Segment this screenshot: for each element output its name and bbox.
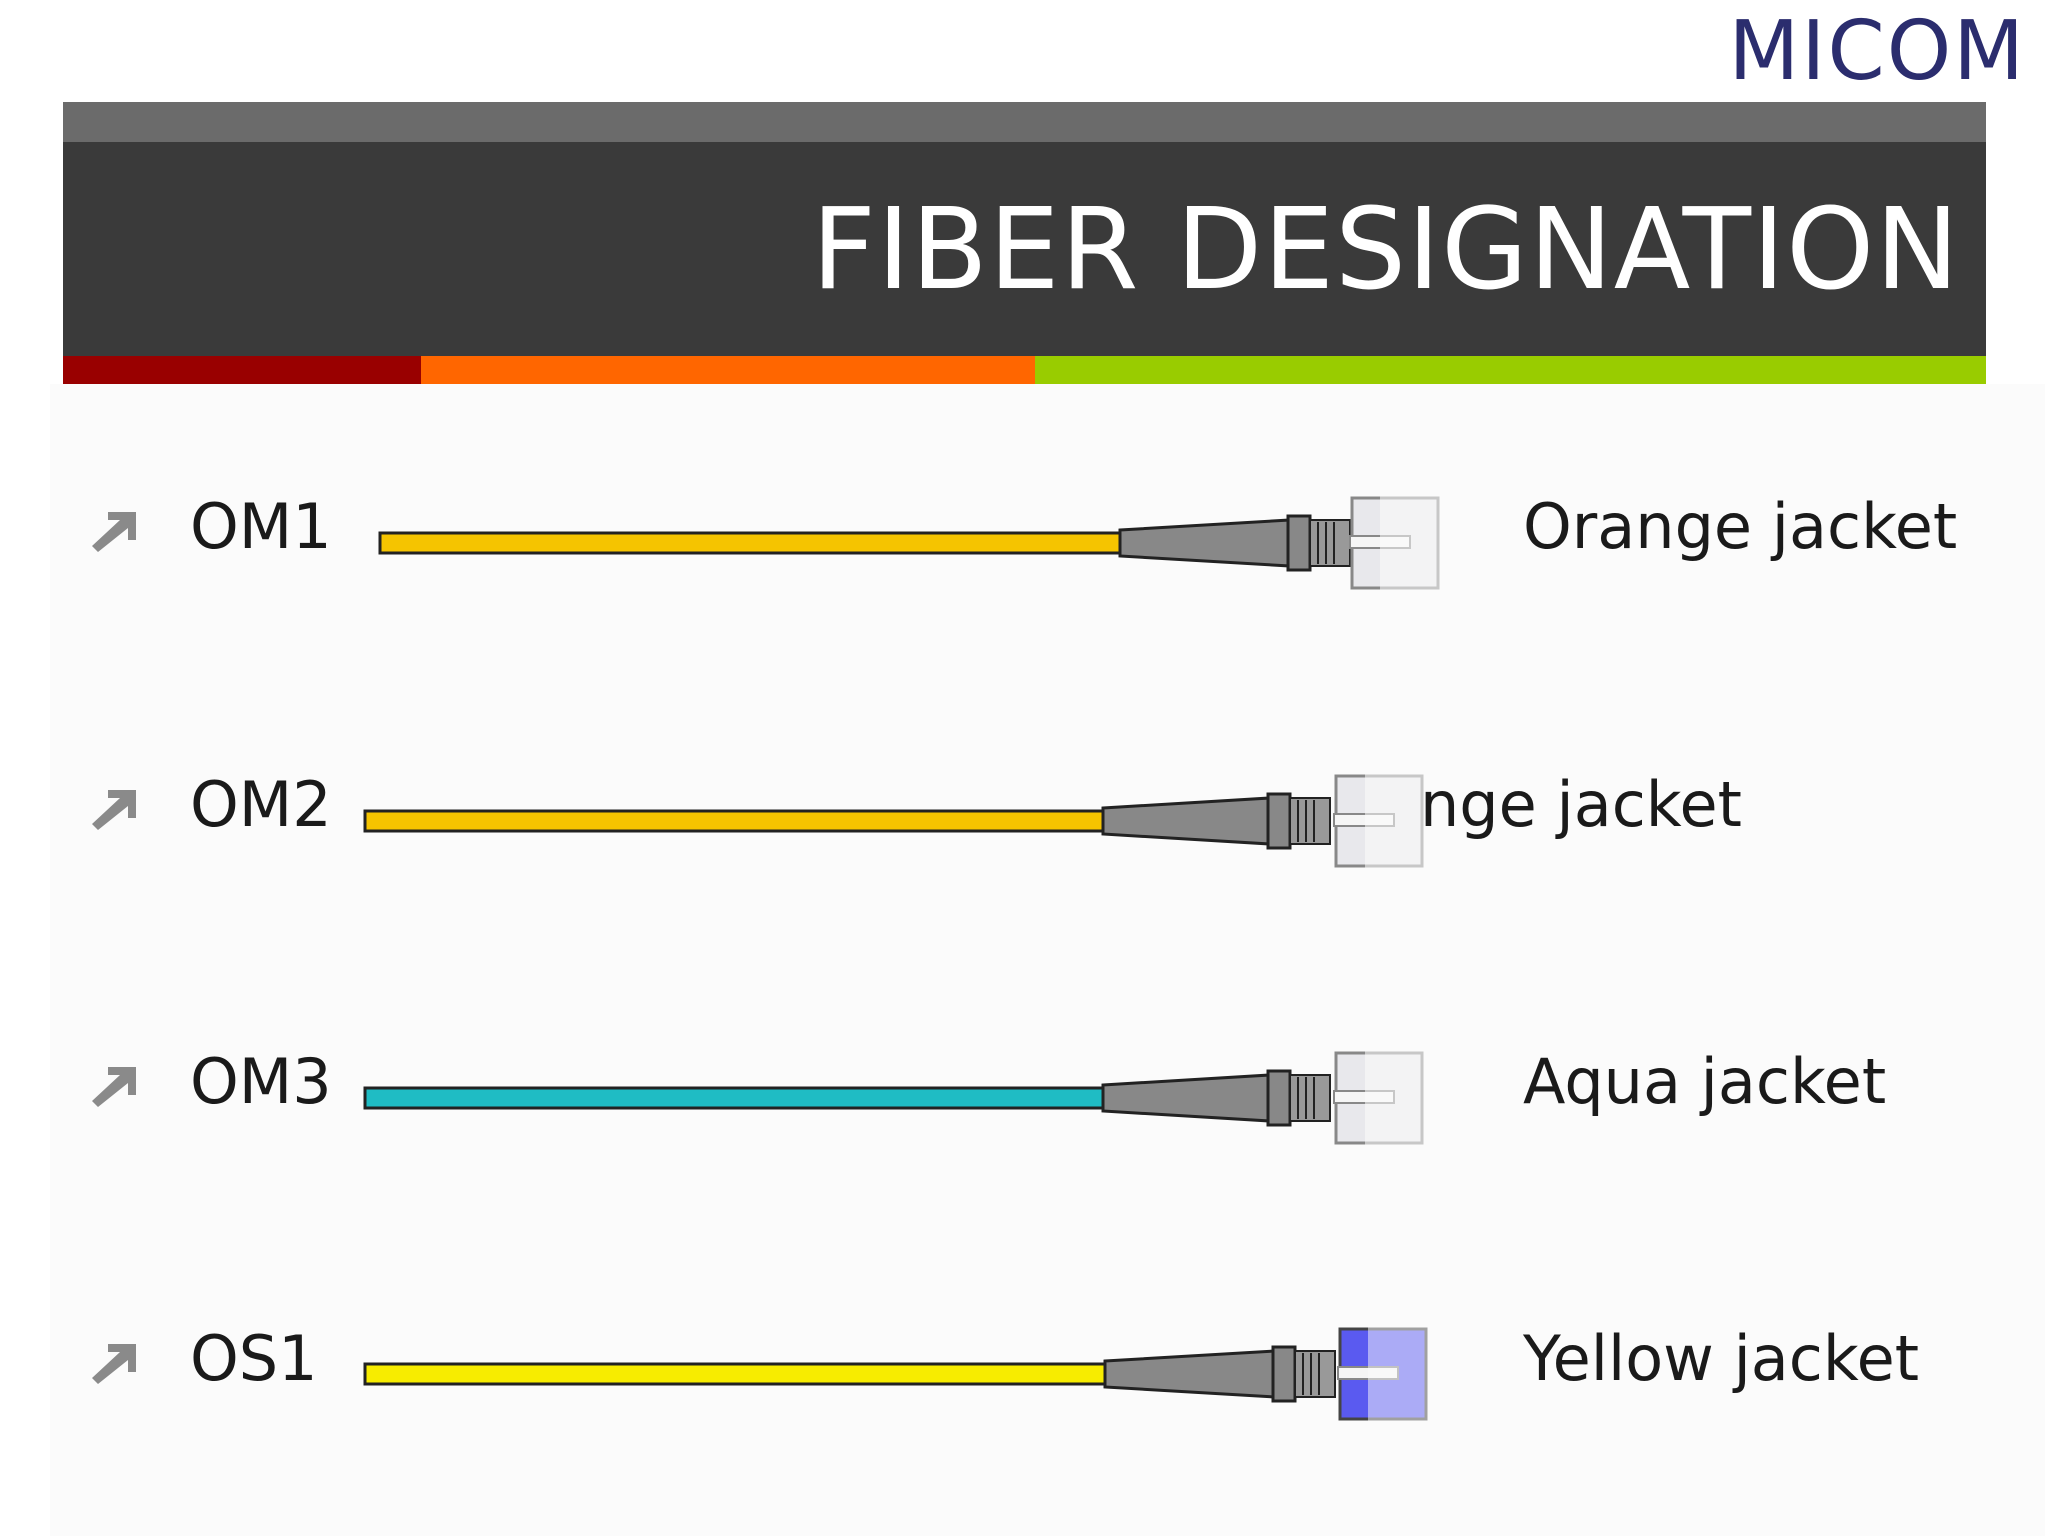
cable-jacket bbox=[378, 531, 1122, 555]
title-banner: FIBER DESIGNATION bbox=[63, 142, 1986, 356]
fiber-code: OM3 bbox=[190, 1045, 332, 1118]
page-title: FIBER DESIGNATION bbox=[811, 185, 1960, 315]
banner-top-bar bbox=[63, 102, 1986, 142]
cable-jacket bbox=[363, 809, 1105, 833]
bullet-arrow-icon bbox=[92, 1067, 136, 1107]
fiber-row-om1: OM1 Orange jacket bbox=[0, 458, 2048, 628]
fiber-row-om2: OM2 nge jacket bbox=[0, 736, 2048, 906]
fiber-code: OM2 bbox=[190, 768, 332, 841]
jacket-description: Orange jacket bbox=[1523, 490, 1958, 563]
fiber-cable-icon bbox=[363, 1023, 1425, 1173]
fiber-cable-icon bbox=[363, 1299, 1428, 1449]
jacket-description: nge jacket bbox=[1420, 768, 1742, 841]
jacket-description: Yellow jacket bbox=[1523, 1322, 1920, 1395]
jacket-description: Aqua jacket bbox=[1523, 1045, 1887, 1118]
fiber-row-om3: OM3 Aqua jacket bbox=[0, 1013, 2048, 1183]
stripe-red bbox=[63, 356, 421, 384]
fiber-row-os1: OS1 Yellow jacket bbox=[0, 1290, 2048, 1460]
micom-logo: MICOM bbox=[1728, 4, 2026, 99]
bullet-arrow-icon bbox=[92, 790, 136, 830]
stripe-green bbox=[1035, 356, 1986, 384]
cable-jacket bbox=[363, 1362, 1107, 1386]
bullet-arrow-icon bbox=[92, 512, 136, 552]
content-area bbox=[50, 384, 2045, 1536]
color-stripe bbox=[63, 356, 1986, 384]
fiber-cable-icon bbox=[363, 746, 1425, 896]
fiber-code: OM1 bbox=[190, 490, 332, 563]
fiber-code: OS1 bbox=[190, 1322, 318, 1395]
stripe-orange bbox=[421, 356, 1035, 384]
cable-jacket bbox=[363, 1086, 1105, 1110]
fiber-cable-icon bbox=[378, 468, 1440, 618]
bullet-arrow-icon bbox=[92, 1344, 136, 1384]
